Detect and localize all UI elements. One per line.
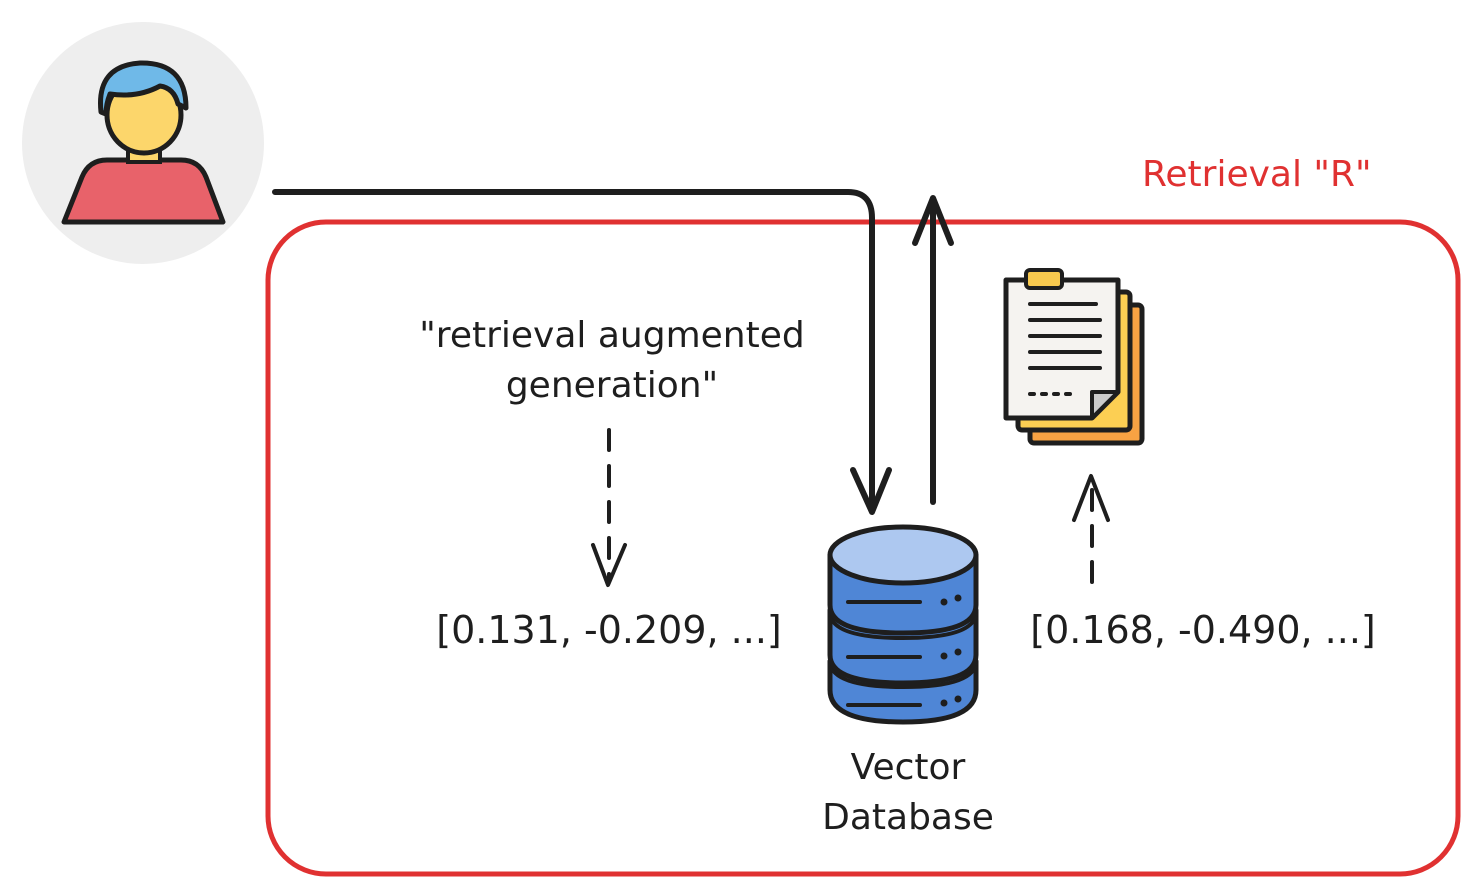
- return-arrowhead: [912, 195, 954, 246]
- retrieval-frame: [265, 219, 1461, 877]
- query-arrowhead: [850, 467, 892, 515]
- query-text-line1: "retrieval augmented: [419, 315, 804, 356]
- database-icon: [827, 524, 979, 725]
- user-avatar-icon: [22, 22, 264, 264]
- query-text-line2: generation": [506, 365, 718, 406]
- embed-result-arrowhead: [1072, 474, 1110, 522]
- query-arrow: [272, 189, 875, 511]
- database-label-line1: Vector: [851, 747, 966, 788]
- result-vector: [0.168, -0.490, ...]: [1030, 608, 1376, 652]
- documents-icon: [1003, 268, 1145, 446]
- retrieval-label: Retrieval "R": [1142, 154, 1372, 195]
- embed-query-arrowhead: [591, 543, 627, 587]
- database-label-line2: Database: [822, 797, 994, 838]
- query-vector: [0.131, -0.209, ...]: [436, 608, 782, 652]
